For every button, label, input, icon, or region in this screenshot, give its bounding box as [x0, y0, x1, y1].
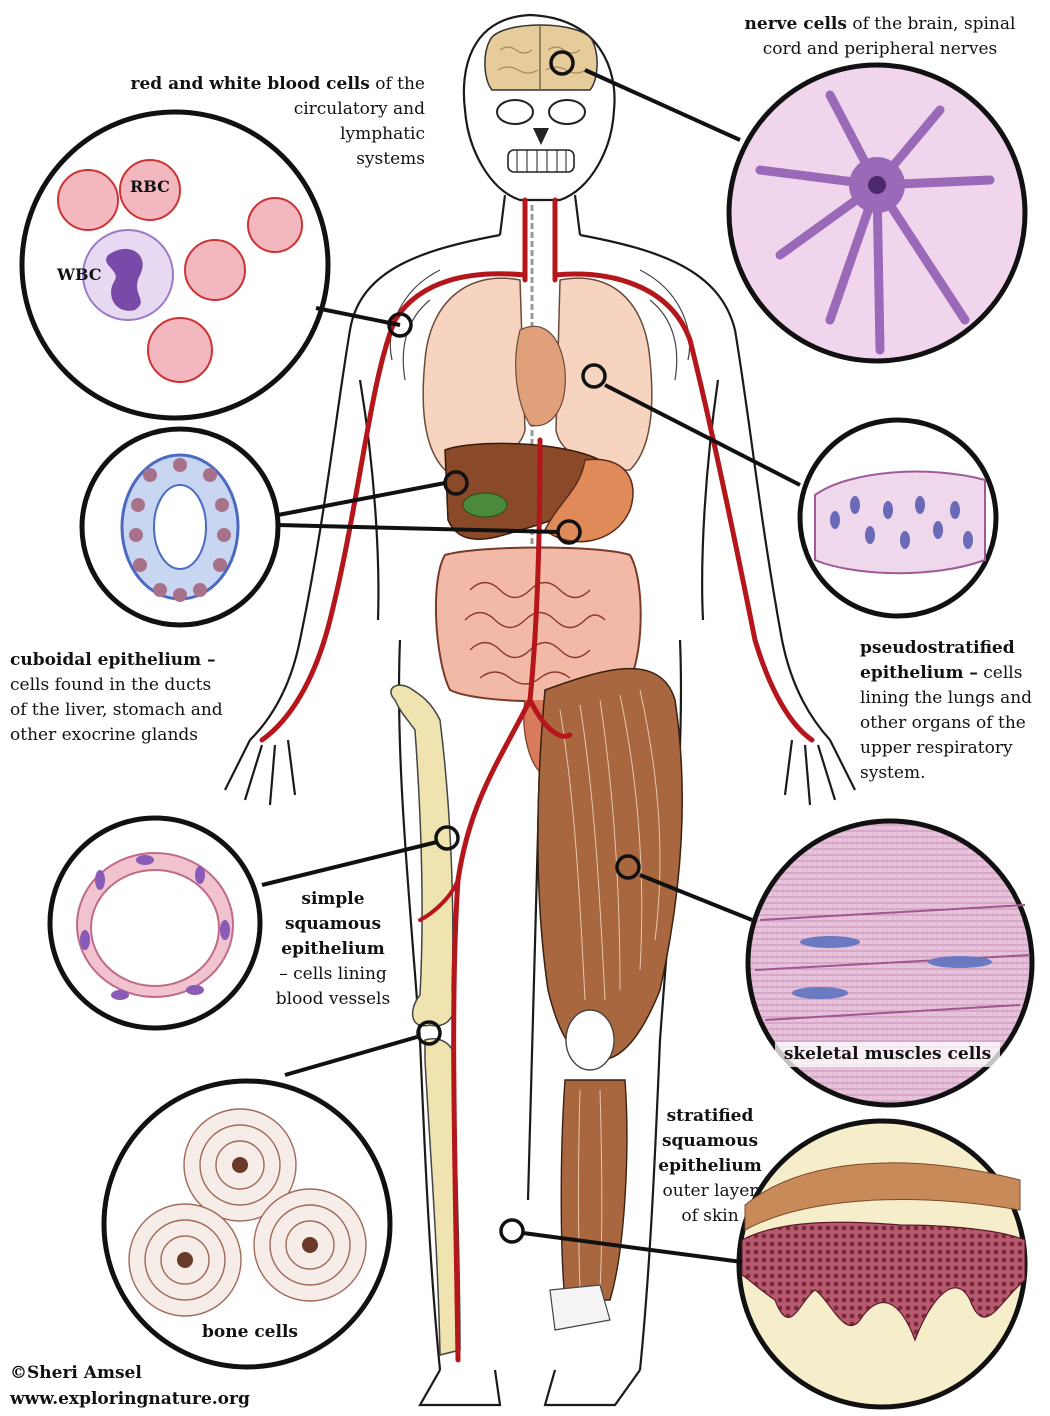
label-stratified-squamous: stratified squamous epithelium outer lay… — [640, 1104, 780, 1229]
label-rbc: RBC — [130, 174, 170, 199]
simple-squamous-epithelium-magnified — [50, 818, 260, 1028]
label-stratified-b1: stratified — [667, 1106, 754, 1126]
label-blood-cells: red and white blood cells of the circula… — [100, 72, 425, 172]
label-wbc: WBC — [57, 262, 102, 287]
label-squamous-l4: – cells lining — [279, 964, 387, 984]
cuboidal-epithelium-magnified — [82, 429, 278, 625]
label-cuboidal-bold: cuboidal epithelium – — [10, 650, 216, 670]
label-pseudo-b1: pseudostratified — [860, 638, 1015, 658]
label-cuboidal-l4: other exocrine glands — [10, 725, 198, 745]
label-nerve-rest1: of the brain, spinal — [847, 14, 1015, 34]
label-blood-rest2: circulatory and — [294, 99, 425, 119]
label-stratified-l5: of skin — [681, 1206, 738, 1226]
label-blood-rest3: lymphatic — [340, 124, 425, 144]
label-cuboidal-l2: cells found in the ducts — [10, 675, 211, 695]
label-nerve-bold: nerve cells — [745, 14, 847, 34]
label-blood-rest1: of the — [370, 74, 425, 94]
stratified-squamous-magnified — [739, 1121, 1025, 1407]
pseudostratified-epithelium-magnified — [800, 420, 996, 616]
label-squamous-b1: simple — [301, 889, 364, 909]
label-pseudo-l3: lining the lungs and — [860, 688, 1032, 708]
nerve-cells-magnified — [729, 65, 1025, 361]
label-blood-bold: red and white blood cells — [131, 74, 370, 94]
label-nerve-cells: nerve cells of the brain, spinal cord an… — [730, 12, 1030, 62]
label-squamous-b2: squamous — [285, 914, 381, 934]
leg-muscles — [538, 669, 682, 1330]
label-cuboidal: cuboidal epithelium – cells found in the… — [10, 648, 270, 748]
credit-website[interactable]: www.exploringnature.org — [10, 1386, 250, 1412]
label-pseudo-l6: system. — [860, 763, 925, 783]
credit: ©Sheri Amsel www.exploringnature.org — [10, 1360, 250, 1412]
label-nerve-rest2: cord and peripheral nerves — [763, 39, 998, 59]
credit-author: ©Sheri Amsel — [10, 1360, 250, 1386]
label-pseudo-r2: cells — [978, 663, 1023, 683]
label-cuboidal-l3: of the liver, stomach and — [10, 700, 223, 720]
label-pseudo-b2: epithelium – — [860, 663, 978, 683]
label-stratified-b2: squamous — [662, 1131, 758, 1151]
label-stratified-b3: epithelium — [658, 1156, 761, 1176]
label-pseudo-l5: upper respiratory — [860, 738, 1013, 758]
label-simple-squamous: simple squamous epithelium – cells linin… — [258, 887, 408, 1012]
label-blood-rest4: systems — [356, 149, 425, 169]
label-bone-cells: bone cells — [180, 1320, 320, 1345]
label-pseudostratified: pseudostratified epithelium – cells lini… — [860, 636, 1050, 786]
label-squamous-l5: blood vessels — [276, 989, 390, 1009]
label-stratified-l4: outer layer — [663, 1181, 758, 1201]
label-skeletal-muscle: skeletal muscles cells — [775, 1042, 1000, 1067]
label-squamous-b3: epithelium — [281, 939, 384, 959]
label-pseudo-l4: other organs of the — [860, 713, 1026, 733]
